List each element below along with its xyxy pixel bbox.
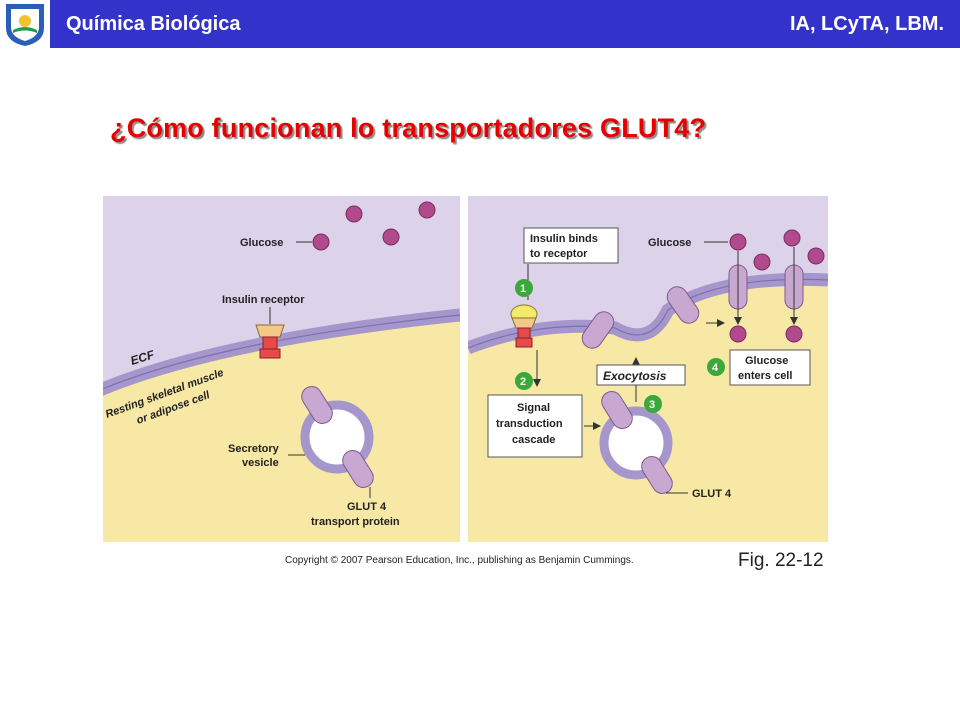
university-shield-logo [0, 0, 50, 48]
insulin-binds-box [523, 227, 619, 264]
fusing-glut4-proteins [581, 286, 700, 349]
step3-number: 3 [649, 399, 655, 411]
step4-badge [707, 358, 725, 376]
glucose-molecule [729, 325, 747, 343]
right-glucose-molecules [729, 229, 825, 343]
header-bar: Química Biológica IA, LCyTA, LBM. [0, 0, 960, 48]
insulin-binds-line2: to receptor [530, 248, 588, 260]
step2-number: 2 [520, 376, 526, 388]
glucose-molecule [382, 228, 400, 246]
secretory-vesicle-line2: vesicle [242, 457, 279, 469]
glut4-label-left-line1: GLUT 4 [347, 501, 387, 513]
ecf-label: ECF [129, 347, 157, 368]
glucose-molecule [807, 247, 825, 265]
right-glucose-label: Glucose [648, 237, 691, 249]
glut4-channels-membrane [728, 247, 804, 325]
insulin-receptor-bound [510, 304, 538, 348]
copyright-notice: Copyright © 2007 Pearson Education, Inc.… [285, 555, 634, 566]
exocytosis-label: Exocytosis [603, 369, 667, 383]
insulin-binds-line1: Insulin binds [530, 233, 598, 245]
secretory-vesicle-right [599, 391, 673, 494]
left-glucose-molecules [312, 201, 436, 251]
signal-cascade-box [487, 394, 583, 458]
step1-number: 1 [520, 283, 526, 295]
secretory-vesicle-line1: Secretory [228, 443, 280, 455]
institution-label: IA, LCyTA, LBM. [789, 13, 944, 35]
glucose-molecule [312, 233, 330, 251]
signal-line1: Signal [517, 402, 550, 414]
secretory-vesicle-left [300, 386, 374, 488]
glut4-label-right: GLUT 4 [692, 488, 732, 500]
step3-badge [644, 395, 662, 413]
glucose-enters-line2: enters cell [738, 370, 792, 382]
glucose-molecule [418, 201, 436, 219]
glucose-molecule [345, 205, 363, 223]
step2-badge [515, 372, 533, 390]
insulin-receptor-left [255, 324, 285, 359]
course-title: Química Biológica [66, 13, 241, 35]
step1-badge [515, 279, 533, 297]
glucose-molecule [785, 325, 803, 343]
figure-label: Fig. 22-12 [738, 550, 824, 571]
glucose-molecule [753, 253, 771, 271]
insulin-receptor-label: Insulin receptor [222, 294, 305, 306]
glucose-molecule [729, 233, 747, 251]
signal-line2: transduction [496, 418, 563, 430]
glucose-molecule [783, 229, 801, 247]
left-panel-resting-cell [103, 196, 460, 542]
glucose-enters-box [729, 349, 811, 386]
exocytosis-box [596, 364, 686, 386]
step4-number: 4 [712, 362, 719, 374]
glut4-diagram: Glucose Insulin receptor ECF Resting ske… [103, 196, 828, 542]
glut4-label-left-line2: transport protein [311, 516, 400, 528]
glucose-enters-line1: Glucose [745, 355, 788, 367]
slide-title: ¿Cómo funcionan lo transportadores GLUT4… [110, 113, 707, 143]
signal-line3: cascade [512, 434, 555, 446]
left-glucose-label: Glucose [240, 237, 283, 249]
